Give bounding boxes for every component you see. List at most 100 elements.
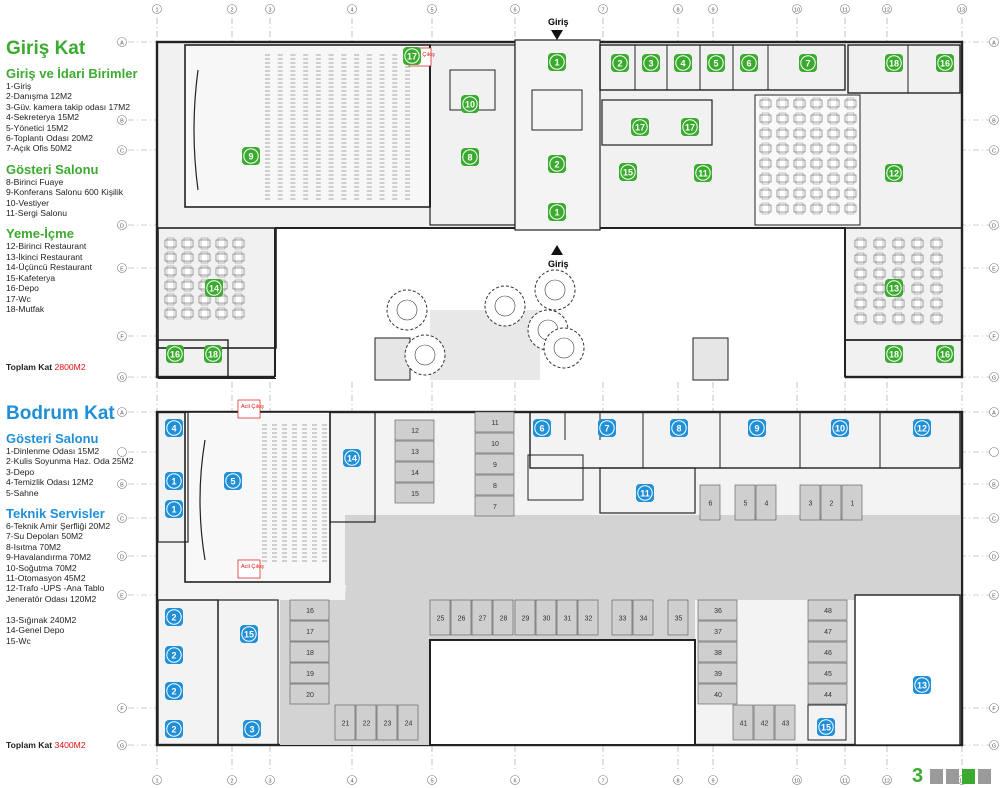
grid-letter: G (992, 743, 996, 749)
svg-text:8: 8 (467, 152, 472, 162)
total-label: Toplam Kat (6, 740, 53, 750)
grid-number: 13 (959, 778, 965, 784)
parking-number: 7 (493, 504, 497, 511)
basement-plan (155, 410, 964, 747)
room-marker: 2 (165, 608, 183, 626)
svg-text:1: 1 (171, 476, 176, 486)
parking-stall (355, 704, 377, 741)
grid-letter: C (120, 516, 124, 522)
svg-text:9: 9 (754, 423, 759, 433)
grid-letter: F (120, 706, 124, 712)
room-marker: 5 (224, 472, 242, 490)
legend-item: 5-Sahne (6, 487, 39, 498)
svg-text:4: 4 (680, 58, 685, 68)
svg-text:3: 3 (249, 724, 254, 734)
grid-number: 8 (676, 778, 679, 784)
grid-letter: B (120, 482, 124, 488)
parking-number: 46 (824, 650, 832, 657)
tree-icon (404, 334, 446, 376)
parking-number: 3 (809, 501, 813, 508)
parking-stall (697, 620, 738, 642)
parking-number: 27 (479, 616, 487, 623)
parking-number: 32 (585, 616, 593, 623)
room-marker: 1 (548, 203, 566, 221)
legend-heading: Teknik Servisler (6, 506, 105, 522)
parking-stall (492, 599, 514, 636)
parking-number: 2 (830, 501, 834, 508)
legend-item: 5-Yönetici 15M2 (6, 122, 69, 133)
page-indicator: 3 (912, 765, 992, 788)
svg-text:16: 16 (940, 58, 950, 68)
room-marker: 14 (205, 279, 223, 297)
parking-number: 20 (306, 692, 314, 699)
grid-letter: F (120, 334, 124, 340)
parking-stall (577, 599, 599, 636)
parking-stall (699, 484, 721, 521)
room-marker: 15 (619, 163, 637, 181)
parking-number: 16 (306, 608, 314, 615)
emergency-exit-basement-bottom: Acil Çıkış (241, 564, 264, 570)
room-marker: 18 (885, 345, 903, 363)
legend-item: 12-Trafo -UPS -Ana Tablo (6, 583, 105, 594)
parking-number: 29 (522, 616, 530, 623)
parking-stall (556, 599, 578, 636)
grid-number: 1 (155, 7, 158, 13)
parking-number: 40 (714, 692, 722, 699)
svg-text:2: 2 (554, 159, 559, 169)
legend-heading: Gösteri Salonu (6, 161, 99, 177)
svg-text:15: 15 (623, 167, 633, 177)
svg-text:7: 7 (604, 423, 609, 433)
legend-item: 14-Genel Depo (6, 625, 65, 636)
parking-stall (289, 599, 330, 621)
grid-number: 3 (268, 778, 271, 784)
grid-letter: D (120, 554, 124, 560)
parking-stall (774, 704, 796, 741)
parking-number: 14 (411, 470, 419, 477)
svg-text:2: 2 (617, 58, 622, 68)
room-marker: 11 (636, 484, 654, 502)
legend-item: 7-Açık Ofis 50M2 (6, 143, 72, 154)
parking-number: 36 (714, 608, 722, 615)
parking-stall (474, 495, 515, 517)
grid-number: 8 (676, 7, 679, 13)
parking-number: 43 (782, 721, 790, 728)
svg-text:5: 5 (230, 476, 235, 486)
legend-item: 14-Üçüncü Restaurant (6, 262, 92, 273)
room-marker: 4 (165, 419, 183, 437)
svg-text:4: 4 (171, 423, 176, 433)
legend-item: 10-Vestiyer (6, 197, 49, 208)
svg-text:13: 13 (917, 680, 927, 690)
room-marker: 9 (748, 419, 766, 437)
grid-number: 9 (711, 778, 714, 784)
parking-stall (732, 704, 754, 741)
svg-text:5: 5 (713, 58, 718, 68)
parking-stall (807, 641, 848, 663)
legend-item: 1-Giriş (6, 81, 32, 91)
legend-item: 15-Kafeterya (6, 272, 56, 283)
parking-number: 41 (740, 721, 748, 728)
legend-item: 17-Wc (6, 293, 31, 304)
page-number: 3 (912, 765, 924, 787)
grid-letter: B (992, 482, 996, 488)
parking-number: 34 (640, 616, 648, 623)
parking-stall (755, 484, 777, 521)
grid-letter: E (992, 266, 996, 272)
parking-stall (394, 461, 435, 483)
parking-stall (429, 599, 451, 636)
parking-stall (289, 641, 330, 663)
room-marker: 12 (913, 419, 931, 437)
parking-number: 1 (851, 501, 855, 508)
total-value: 2800M2 (54, 362, 86, 372)
room-marker: 10 (461, 95, 479, 113)
legend-item: 13-Sığınak 240M2 (6, 614, 77, 625)
legend-item: 9-Konferans Salonu 600 Kişilik (6, 187, 124, 198)
legend-item: 10-Soğutma 70M2 (6, 562, 77, 573)
grid-letter: D (992, 554, 996, 560)
svg-text:10: 10 (465, 99, 475, 109)
parking-stall (289, 662, 330, 684)
room-marker: 16 (166, 345, 184, 363)
svg-text:12: 12 (889, 168, 899, 178)
grid-letter: C (120, 148, 124, 154)
